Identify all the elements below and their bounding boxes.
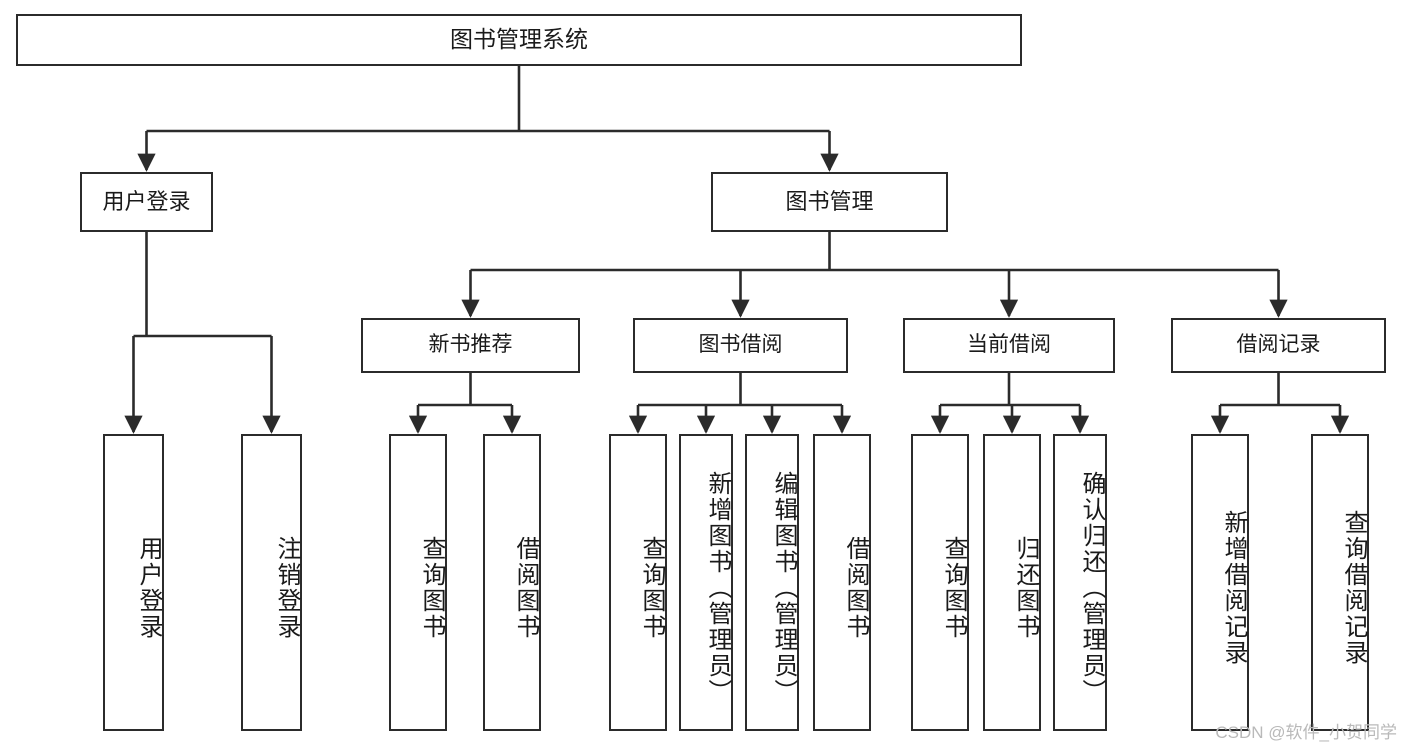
node-records[interactable]: 借阅记录	[1171, 318, 1386, 373]
node-newbook[interactable]: 新书推荐	[361, 318, 580, 373]
node-label: 当前借阅	[967, 333, 1051, 357]
node-label: 确认归还（管理员）	[1078, 470, 1105, 705]
node-label: 新增借阅记录	[1220, 509, 1247, 666]
node-current[interactable]: 当前借阅	[903, 318, 1115, 373]
node-leaf-6[interactable]: 新增图书（管理员）	[679, 434, 733, 731]
node-leaf-3[interactable]: 查询图书	[389, 434, 447, 731]
node-label: 借阅图书	[842, 535, 869, 640]
node-label: 查询借阅记录	[1340, 509, 1367, 666]
node-label: 查询图书	[418, 535, 445, 640]
node-label: 新书推荐	[428, 333, 513, 357]
node-label: 注销登录	[273, 535, 300, 640]
node-login[interactable]: 用户登录	[80, 172, 213, 232]
node-label: 新增图书（管理员）	[704, 470, 731, 705]
node-leaf-5[interactable]: 查询图书	[609, 434, 667, 731]
node-leaf-11[interactable]: 确认归还（管理员）	[1053, 434, 1107, 731]
node-leaf-12[interactable]: 新增借阅记录	[1191, 434, 1249, 731]
node-leaf-8[interactable]: 借阅图书	[813, 434, 871, 731]
node-label: 借阅图书	[512, 535, 539, 640]
node-leaf-9[interactable]: 查询图书	[911, 434, 969, 731]
node-leaf-4[interactable]: 借阅图书	[483, 434, 541, 731]
node-leaf-10[interactable]: 归还图书	[983, 434, 1041, 731]
node-label: 图书借阅	[698, 333, 783, 357]
node-label: 图书管理系统	[450, 26, 588, 53]
node-leaf-7[interactable]: 编辑图书（管理员）	[745, 434, 799, 731]
node-label: 归还图书	[1012, 535, 1039, 640]
node-leaf-13[interactable]: 查询借阅记录	[1311, 434, 1369, 731]
node-label: 编辑图书（管理员）	[770, 470, 797, 705]
node-bookmgmt[interactable]: 图书管理	[711, 172, 948, 232]
node-borrow[interactable]: 图书借阅	[633, 318, 848, 373]
node-label: 查询图书	[940, 535, 967, 640]
node-label: 用户登录	[102, 189, 191, 215]
node-leaf-1[interactable]: 用户登录	[103, 434, 164, 731]
node-label: 用户登录	[135, 535, 162, 640]
node-root[interactable]: 图书管理系统	[16, 14, 1022, 66]
node-leaf-2[interactable]: 注销登录	[241, 434, 302, 731]
node-label: 借阅记录	[1236, 333, 1321, 357]
node-label: 查询图书	[638, 535, 665, 640]
node-label: 图书管理	[785, 189, 874, 215]
